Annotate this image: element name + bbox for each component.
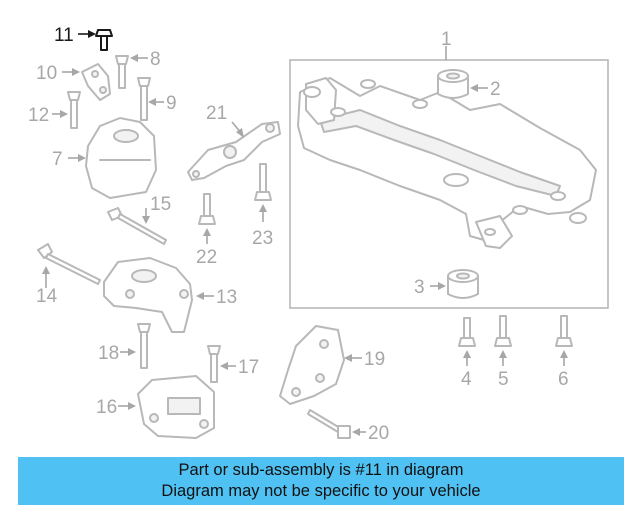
bolt-14[interactable] [37, 243, 101, 285]
bolt-8[interactable] [115, 55, 129, 89]
callout-20[interactable]: 20 [368, 423, 389, 444]
subframe-bolt-4[interactable] [458, 317, 476, 347]
callout-14[interactable]: 14 [36, 286, 58, 307]
subframe-group-box [289, 59, 609, 309]
subframe-bolt-5[interactable] [494, 315, 512, 347]
callout-4[interactable]: 4 [461, 369, 472, 390]
subframe-bushing-lower[interactable] [447, 269, 479, 299]
banner-line-1: Part or sub-assembly is #11 in diagram [178, 461, 464, 479]
callout-9[interactable]: 9 [166, 93, 177, 114]
bolt-18[interactable] [137, 323, 151, 369]
bolt-12[interactable] [67, 91, 81, 129]
callout-23[interactable]: 23 [252, 228, 273, 249]
info-banner: Part or sub-assembly is #11 in diagram D… [18, 457, 624, 505]
callout-1[interactable]: 1 [441, 29, 452, 50]
bolt-9[interactable] [137, 77, 151, 121]
bracket-10[interactable] [81, 63, 111, 101]
callout-15[interactable]: 15 [150, 194, 171, 215]
callout-2[interactable]: 2 [490, 79, 501, 100]
callout-16[interactable]: 16 [96, 397, 117, 418]
bolt-20[interactable] [307, 409, 351, 439]
transmission-mount[interactable] [103, 257, 193, 333]
callout-7[interactable]: 7 [52, 149, 63, 170]
banner-line-2: Diagram may not be specific to your vehi… [161, 482, 481, 500]
callout-21[interactable]: 21 [206, 103, 227, 124]
callout-18[interactable]: 18 [98, 343, 119, 364]
callout-10[interactable]: 10 [36, 63, 57, 84]
subframe-bolt-6[interactable] [555, 315, 573, 347]
bracket-19[interactable] [279, 325, 345, 405]
bolt-23[interactable] [254, 163, 272, 201]
bolt-17[interactable] [207, 345, 221, 383]
engine-mount[interactable] [85, 117, 157, 199]
callout-17[interactable]: 17 [238, 357, 259, 378]
callout-8[interactable]: 8 [150, 49, 161, 70]
bolt-11-highlighted[interactable] [95, 29, 113, 51]
front-subframe[interactable] [297, 77, 597, 249]
subframe-bushing-upper[interactable] [437, 69, 469, 99]
torque-rod[interactable] [187, 121, 281, 181]
callout-12[interactable]: 12 [28, 105, 49, 126]
bolt-15[interactable] [107, 207, 167, 245]
callout-5[interactable]: 5 [498, 369, 509, 390]
callout-3[interactable]: 3 [414, 277, 425, 298]
callout-22[interactable]: 22 [196, 247, 217, 268]
parts-diagram: 1 2 3 4 5 6 7 [28, 25, 609, 444]
callout-19[interactable]: 19 [364, 349, 385, 370]
callout-11[interactable]: 11 [54, 25, 74, 46]
callout-13[interactable]: 13 [216, 287, 237, 308]
mount-16[interactable] [137, 375, 215, 439]
bolt-22[interactable] [198, 193, 216, 225]
callout-6[interactable]: 6 [558, 369, 569, 390]
